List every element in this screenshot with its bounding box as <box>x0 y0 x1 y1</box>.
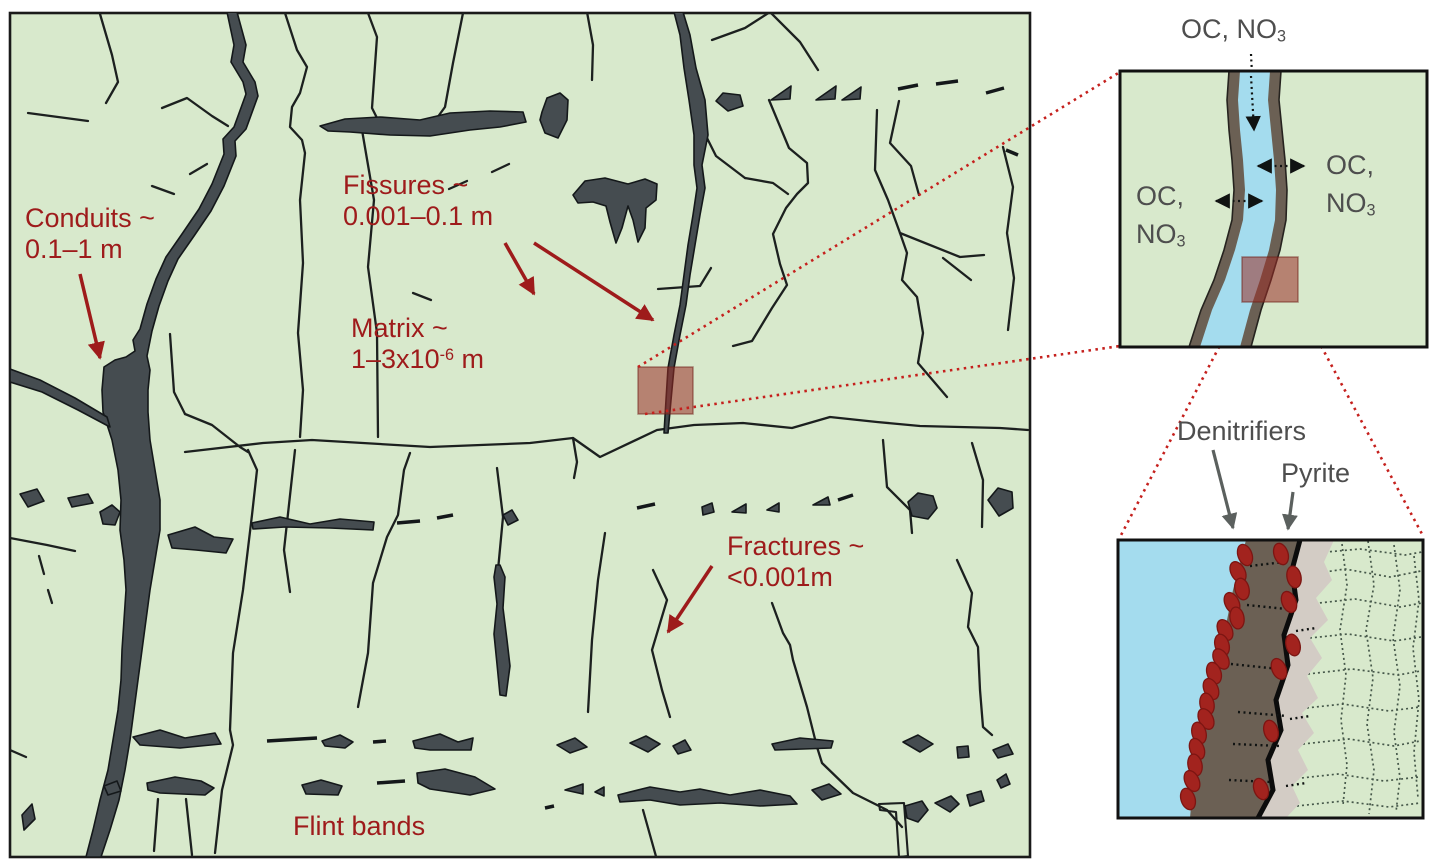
oc-no3-left-label: OC, NO3 <box>1136 177 1186 254</box>
matrix-value-base: 1–3x10 <box>351 343 440 374</box>
biofilm-inset <box>1116 449 1425 820</box>
fractures-arrow <box>666 565 714 634</box>
fractures-label-line1: Fractures ~ <box>727 531 865 561</box>
central-fissure-conduit <box>663 13 709 434</box>
oc-no3-top-base: OC, NO <box>1181 14 1278 44</box>
fissures-label-line2: 0.001–0.1 m <box>343 200 494 231</box>
fissure-inset <box>1118 53 1429 349</box>
oc-no3-left-line1: OC, <box>1136 181 1185 211</box>
flint-band-shapes <box>19 79 1019 831</box>
matrix-label-line1: Matrix ~ <box>351 313 448 343</box>
oc-no3-right-line2: NO3 <box>1326 184 1376 223</box>
oc-no3-left-sub: 3 <box>1176 232 1186 251</box>
conduits-label-line1: Conduits ~ <box>25 203 155 233</box>
fissures-arrow-2 <box>533 241 655 322</box>
pyrite-label: Pyrite <box>1281 458 1351 488</box>
oc-no3-top-label: OC, NO3 <box>1181 14 1286 46</box>
oc-no3-right-base: NO <box>1326 188 1367 219</box>
conduits-label-line2: 0.1–1 m <box>25 233 123 264</box>
water-region <box>1118 540 1246 818</box>
oc-no3-left-base: NO <box>1136 219 1177 250</box>
zoom-dotted-line-top <box>637 70 1121 369</box>
zoom-dotted-line-bottom <box>644 344 1121 416</box>
oc-no3-top-sub: 3 <box>1277 27 1287 46</box>
conduit-spur <box>10 368 111 428</box>
oc-no3-right-sub: 3 <box>1366 201 1376 220</box>
fissure-void-blob <box>572 177 658 244</box>
conduit-shapes <box>10 13 709 857</box>
oc-no3-right-label: OC, NO3 <box>1326 146 1376 223</box>
matrix-value-exponent: -6 <box>439 345 454 364</box>
denitrifiers-label: Denitrifiers <box>1177 416 1307 446</box>
matrix-label: Matrix ~ 1–3x10-6 m <box>351 313 484 374</box>
conduits-arrow <box>78 273 105 360</box>
matrix-label-line2: 1–3x10-6 m <box>351 344 484 375</box>
flint-bands-label: Flint bands <box>293 811 426 841</box>
oc-no3-left-line2: NO3 <box>1136 215 1186 254</box>
fractures-label: Fractures ~ <0.001m <box>727 531 864 592</box>
conduits-label: Conduits ~ 0.1–1 m <box>25 203 155 264</box>
main-panel <box>8 11 1032 859</box>
observation-square-main <box>637 366 694 415</box>
main-conduit <box>85 13 259 857</box>
crack-lines <box>10 13 1030 857</box>
fissures-label: Fissures ~ 0.001–0.1 m <box>343 170 493 231</box>
pyrite-arrow <box>1282 491 1298 531</box>
denitrifier-cells <box>1179 542 1302 811</box>
fissures-arrow-1 <box>503 242 536 296</box>
matrix-value-unit: m <box>454 343 485 374</box>
weathered-zone <box>1258 540 1334 818</box>
fissures-label-line1: Fissures ~ <box>343 170 469 200</box>
denitrifiers-arrow <box>1211 449 1238 530</box>
red-annotations <box>78 70 1424 634</box>
main-panel-background <box>8 11 1032 859</box>
oc-no3-down-arrow <box>1245 75 1261 132</box>
oc-no3-right-line1: OC, <box>1326 150 1375 180</box>
fractures-label-line2: <0.001m <box>727 561 833 592</box>
observation-square-inset <box>1241 256 1299 303</box>
